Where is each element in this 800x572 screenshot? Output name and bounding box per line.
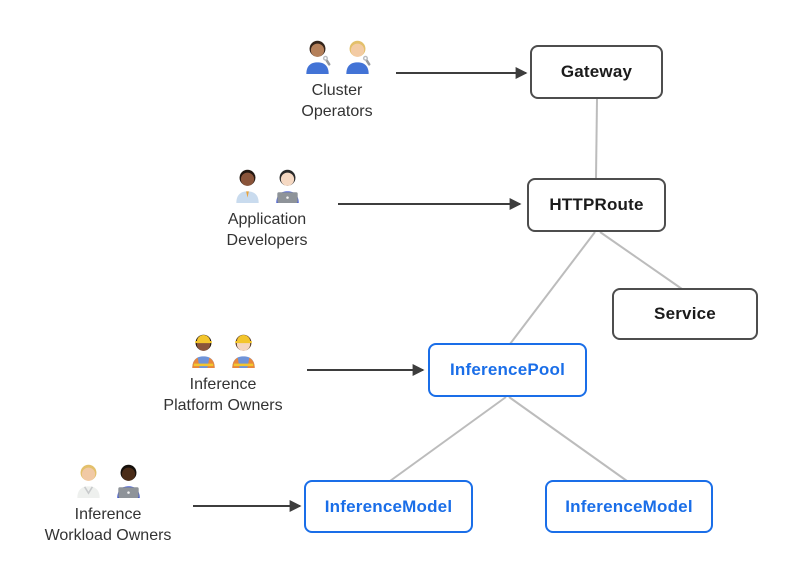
woman-construction-worker-emoji (191, 334, 215, 368)
inference-platform-owners-emoji (150, 332, 296, 368)
inference-workload-owners-emoji (30, 462, 186, 498)
label-line: Workload Owners (44, 527, 172, 544)
label-line: Operators (301, 103, 373, 120)
node-gateway-label: Gateway (560, 62, 633, 81)
cluster-operators-emoji (270, 38, 404, 74)
label-line: Platform Owners (163, 397, 283, 414)
persona-inference-workload-owners: Inference Workload Owners (30, 462, 186, 546)
label-line: Inference (189, 376, 257, 393)
woman-technologist-emoji (275, 169, 299, 203)
edge-gateway-httproute (595, 98, 598, 179)
application-developers-emoji (200, 167, 334, 203)
woman-mechanic-emoji (345, 40, 370, 74)
node-service: Service (612, 288, 758, 340)
node-service-label: Service (654, 304, 716, 323)
man-construction-worker-emoji (231, 334, 255, 368)
edge-httproute-service (599, 231, 683, 290)
persona-cluster-operators-label: Cluster Operators (270, 80, 404, 122)
label-line: Application (227, 211, 307, 228)
node-inferencemodel-2: InferenceModel (545, 480, 713, 533)
node-inferencemodel-1-label: InferenceModel (324, 496, 453, 516)
node-httproute: HTTPRoute (527, 178, 666, 232)
node-inferencepool: InferencePool (428, 343, 587, 397)
node-inferencemodel-1: InferenceModel (304, 480, 473, 533)
node-inferencemodel-2-label: InferenceModel (565, 496, 693, 516)
health-worker-emoji (76, 464, 100, 498)
edge-inferencepool-inferencemodel-1 (389, 396, 507, 482)
man-mechanic-emoji (305, 40, 330, 74)
label-line: Developers (226, 232, 308, 249)
persona-inference-platform-owners-label: Inference Platform Owners (150, 374, 296, 416)
persona-inference-workload-owners-label: Inference Workload Owners (30, 504, 186, 546)
man-technologist-emoji (116, 464, 140, 498)
persona-cluster-operators: Cluster Operators (270, 38, 404, 122)
label-line: Cluster (311, 82, 363, 99)
edge-inferencepool-inferencemodel-2 (508, 396, 628, 482)
persona-application-developers-label: Application Developers (200, 209, 334, 251)
node-inferencepool-label: InferencePool (449, 360, 566, 379)
node-gateway: Gateway (530, 45, 663, 99)
persona-inference-platform-owners: Inference Platform Owners (150, 332, 296, 416)
persona-application-developers: Application Developers (200, 167, 334, 251)
node-httproute-label: HTTPRoute (549, 195, 644, 214)
label-line: Inference (74, 506, 142, 523)
edge-httproute-inferencepool (509, 231, 596, 345)
man-office-worker-emoji (235, 169, 259, 203)
